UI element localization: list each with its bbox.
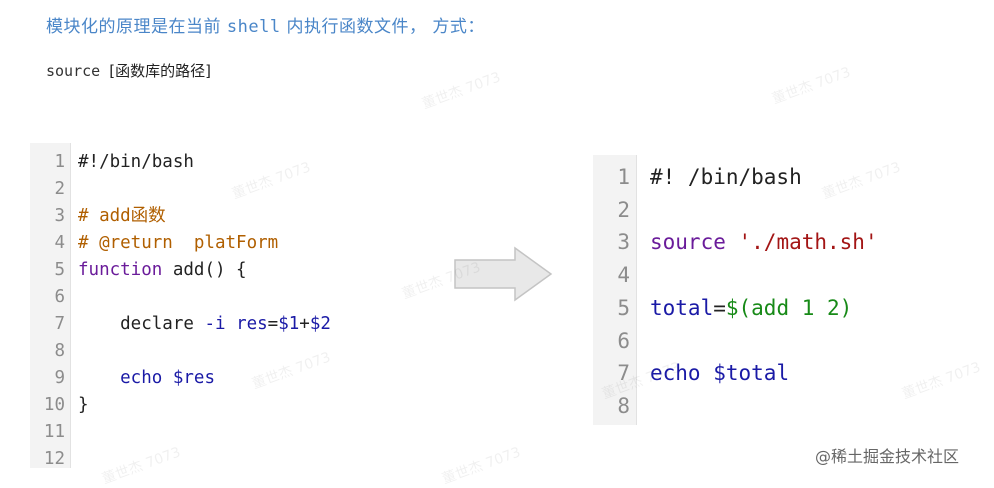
watermark-text: 董世杰 7073 (420, 69, 503, 113)
code-token (701, 361, 714, 385)
code-line: 9 echo $res (30, 365, 430, 392)
math-sh-code-block: 1 #!/bin/bash 2 3 # add函数 4 # @return platForm… (30, 143, 430, 468)
code-line: 12 (30, 446, 430, 468)
code-text: #!/bin/bash (78, 149, 194, 176)
code-token: $1 (278, 314, 300, 334)
heading-after: 内执行函数文件， 方式： (280, 17, 485, 37)
line-number: 3 (54, 206, 65, 226)
code-text: total=$(add 1 2) (650, 292, 852, 325)
juejin-watermark: @稀土掘金技术社区 (815, 447, 960, 466)
line-number: 10 (43, 395, 65, 415)
code-token: echo (78, 368, 163, 388)
watermark-text: 董世杰 7073 (440, 444, 523, 488)
line-number: 7 (54, 314, 65, 334)
code-token: source (650, 230, 726, 255)
code-line: 10} (30, 392, 430, 419)
code-token: -i (204, 314, 226, 334)
line-number: 1 (54, 152, 65, 172)
line-number: 4 (54, 233, 65, 253)
code-text: # add函数 (78, 203, 166, 230)
code-token: } (78, 395, 89, 415)
code-token: + (299, 314, 310, 334)
main-script-code-block: 1 #! /bin/bash 2 3 source './math.sh' 4 5 total… (593, 155, 993, 425)
code-line: 3 # add函数 (30, 203, 430, 230)
code-text: function add() { (78, 257, 247, 284)
line-number: 3 (617, 230, 630, 255)
line-number: 4 (617, 263, 630, 288)
code-line: 8 (593, 390, 993, 423)
code-token: $res (172, 368, 215, 388)
right-arrow-icon (454, 246, 553, 302)
code-token: = (267, 314, 279, 334)
line-number: 6 (617, 328, 630, 353)
code-line: 2 (30, 176, 430, 203)
code-line: 7 declare -i res=$1+$2 (30, 311, 430, 338)
line-number-gutter (593, 155, 637, 425)
code-line: 2 (593, 194, 993, 227)
code-token (162, 368, 173, 388)
code-line: 5 total=$(add 1 2) (593, 292, 993, 325)
code-line: 3 source './math.sh' (593, 226, 993, 259)
code-token: declare (78, 314, 205, 334)
line-number-gutter (30, 143, 71, 468)
line-number: 7 (617, 361, 630, 386)
code-token: #!/bin/bash (78, 152, 194, 172)
watermark-text: 董世杰 7073 (770, 64, 853, 108)
line-number: 5 (54, 260, 65, 280)
code-line: 8 (30, 338, 430, 365)
line-number: 2 (54, 179, 65, 199)
code-line: 1 #!/bin/bash (30, 149, 430, 176)
code-token: './math.sh' (738, 230, 878, 255)
code-line: 1 #! /bin/bash (593, 161, 993, 194)
line-number: 8 (617, 393, 630, 418)
line-number: 12 (43, 449, 65, 468)
code-token: add() { (162, 260, 247, 280)
code-text: echo $total (650, 357, 789, 390)
code-token: $(add 1 2) (725, 295, 853, 320)
line-number: 11 (43, 422, 65, 442)
code-token (226, 314, 237, 334)
code-token: $2 (309, 314, 331, 334)
line-number: 1 (617, 165, 630, 189)
code-line: 5 function add() { (30, 257, 430, 284)
code-token: # add函数 (78, 206, 166, 226)
heading-shell: shell (226, 17, 281, 37)
code-line: 6 (593, 325, 993, 358)
code-text: #! /bin/bash (650, 161, 802, 194)
code-token: #! /bin/bash (650, 165, 802, 189)
code-token: total (650, 295, 714, 320)
source-argument: [函数库的路径] (109, 62, 211, 80)
code-token: # @return platForm (78, 233, 279, 253)
code-token (726, 230, 739, 254)
code-text: # @return platForm (78, 230, 278, 257)
line-number: 9 (54, 368, 65, 388)
code-line: 4 (593, 259, 993, 292)
code-text: echo $res (78, 365, 215, 392)
code-text: declare -i res=$1+$2 (78, 311, 331, 338)
code-line: 11 (30, 419, 430, 446)
code-line: 4 # @return platForm (30, 230, 430, 257)
heading: 模块化的原理是在当前 shell 内执行函数文件， 方式： (46, 12, 485, 37)
code-token: $total (713, 361, 790, 386)
line-number: 6 (54, 287, 65, 307)
code-line: 7 echo $total (593, 357, 993, 390)
code-text: } (78, 392, 89, 419)
code-token: = (713, 295, 726, 320)
line-number: 2 (617, 197, 630, 222)
line-number: 5 (617, 295, 630, 320)
heading-before: 模块化的原理是在当前 (46, 17, 227, 37)
code-token: res (236, 314, 268, 334)
source-syntax: source [函数库的路径] (46, 60, 211, 81)
line-number: 8 (54, 341, 65, 361)
code-token: function (78, 260, 163, 280)
code-text: source './math.sh' (650, 226, 878, 259)
code-line: 6 (30, 284, 430, 311)
code-token: echo (650, 361, 701, 386)
source-command: source (46, 62, 110, 80)
